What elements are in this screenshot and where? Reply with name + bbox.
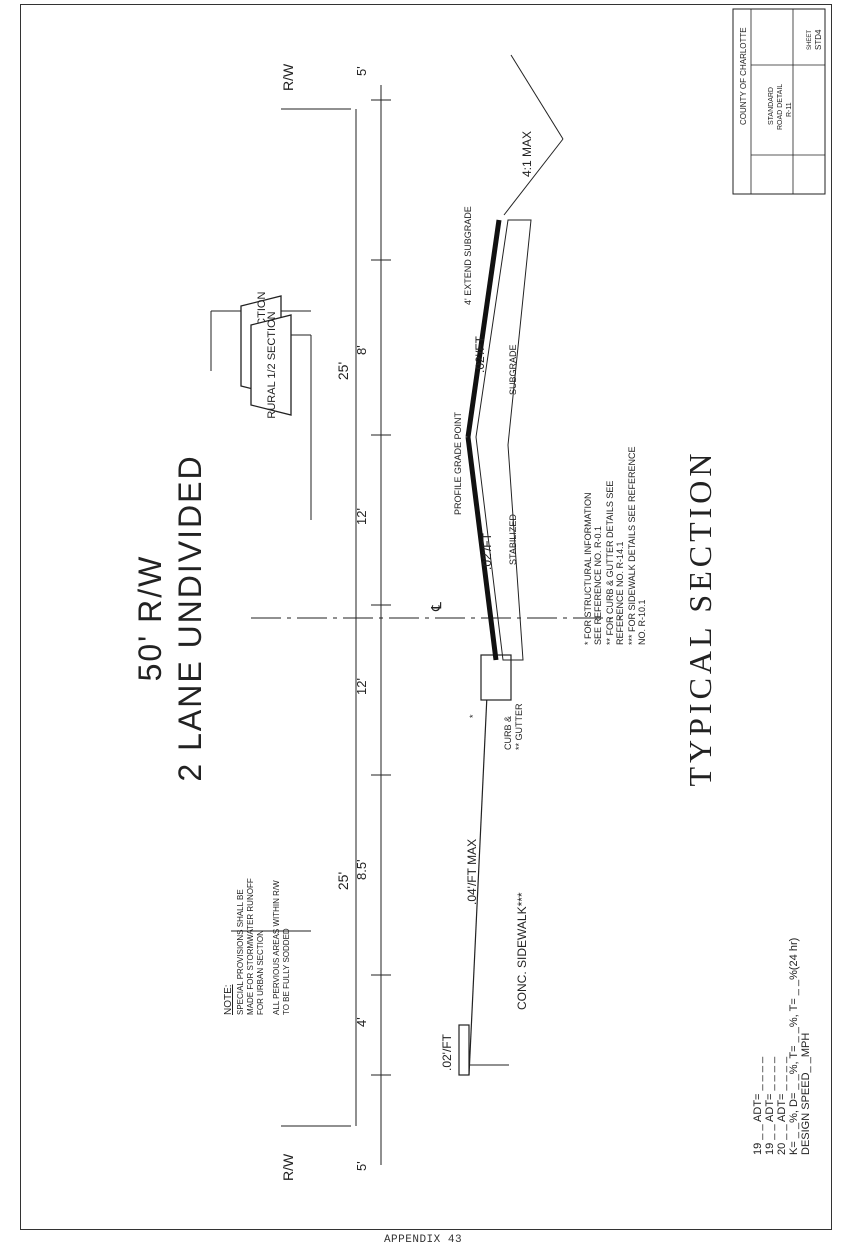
dim-urban-shoulder: 8.5' xyxy=(354,859,369,880)
appendix-footer: APPENDIX 43 xyxy=(383,1234,463,1246)
title-block-org: COUNTY OF CHARLOTTE xyxy=(739,27,748,125)
reference-line-6: NO. R-10.1 xyxy=(637,599,647,645)
dim-lane-right: 12' xyxy=(354,508,369,525)
reference-line-5: *** FOR SIDEWALK DETAILS SEE REFERENCE xyxy=(627,446,637,645)
note-block: NOTE: SPECIAL PROVISIONS SHALL BE MADE F… xyxy=(223,878,291,1015)
outside-left-dim: 5' xyxy=(354,66,369,76)
reference-line-4: REFERENCE NO. R-14.1 xyxy=(615,541,625,645)
outside-right-dim: 5' xyxy=(354,1161,369,1171)
traffic-line-1: 19 _ _ ADT= _ _ _ _ xyxy=(752,1056,764,1155)
lane-slope-right: .02'/FT xyxy=(473,335,487,373)
note-line-2: MADE FOR STORMWATER RUNOFF xyxy=(246,878,255,1015)
half-right-dim: 25' xyxy=(335,872,351,890)
traffic-line-4: K= _ _%, D= _ _%, T= _ _%, T= _ _%(24 hr… xyxy=(788,938,800,1155)
reference-line-2: SEE REFERENCE NO. R-0.1 xyxy=(593,526,603,645)
sidewalk-slope: .02'/FT xyxy=(440,1033,454,1071)
title-block-drawing-no: STD4 xyxy=(814,29,823,50)
traffic-line-5: DESIGN SPEED_ _MPH xyxy=(800,1033,812,1155)
curb-gutter-line-2: ** GUTTER xyxy=(514,703,524,750)
shoulder-slope: .04'/FT MAX xyxy=(465,839,479,905)
traffic-data-block: 19 _ _ ADT= _ _ _ _ 19 _ _ ADT= _ _ _ _ … xyxy=(752,938,812,1155)
title-line-2: 2 LANE UNDIVIDED xyxy=(172,454,208,781)
drawing-sheet: 50' R/W 2 LANE UNDIVIDED TYPICAL SECTION… xyxy=(20,4,832,1230)
profile-grade-point: PROFILE GRADE POINT xyxy=(453,411,463,515)
note-line-5: TO BE FULLY SODDED xyxy=(282,928,291,1015)
stabilized-label: STABILIZED xyxy=(508,514,518,565)
subgrade-label: SUBGRADE xyxy=(508,344,518,395)
extend-subgrade-label: 4' EXTEND SUBGRADE xyxy=(463,206,473,305)
references-block: * FOR STRUCTURAL INFORMATION SEE REFEREN… xyxy=(583,446,647,645)
title-block-sheet-label: SHEET xyxy=(807,30,813,50)
rural-section-box: RURAL 1/2 SECTION xyxy=(266,311,278,418)
sidewalk-label: CONC. SIDEWALK*** xyxy=(515,892,529,1010)
traffic-line-3: 20 _ _ ADT= _ _ _ _ xyxy=(776,1056,788,1155)
lane-slope-left: .02'/FT xyxy=(480,532,494,570)
title-block-road-detail: ROAD DETAIL xyxy=(777,84,784,130)
reference-line-1: * FOR STRUCTURAL INFORMATION xyxy=(583,493,593,646)
title-block: COUNTY OF CHARLOTTE STANDARD ROAD DETAIL… xyxy=(732,8,826,195)
structure-star: * xyxy=(468,714,478,718)
note-line-3: FOR URBAN SECTION xyxy=(256,930,265,1015)
ditch-slope: 4:1 MAX xyxy=(520,131,534,177)
curb-gutter-line-1: CURB & xyxy=(503,716,513,750)
reference-line-3: ** FOR CURB & GUTTER DETAILS SEE xyxy=(605,481,615,645)
traffic-line-2: 19 _ _ ADT= _ _ _ _ xyxy=(764,1056,776,1155)
note-line-1: SPECIAL PROVISIONS SHALL BE xyxy=(236,889,245,1015)
half-left-dim: 25' xyxy=(335,362,351,380)
title-block-detail-no: R-11 xyxy=(786,102,793,117)
dim-rural-shoulder: 8' xyxy=(354,345,369,355)
title-block-standard: STANDARD xyxy=(768,87,775,125)
rw-right-label: R/W xyxy=(280,1153,296,1181)
title-line-1: 50' R/W xyxy=(132,555,168,682)
typical-section-caption: TYPICAL SECTION xyxy=(682,449,718,786)
centerline-symbol: ℄ xyxy=(428,602,444,612)
section-overlay: RURAL 1/2 SECTION 4' 8.5' 12' 12' 8' .02… xyxy=(223,8,826,1165)
dim-sidewalk: 4' xyxy=(354,1017,369,1027)
note-line-4: ALL PERVIOUS AREAS WITHIN R/W xyxy=(272,880,281,1015)
rw-left-label: R/W xyxy=(280,63,296,91)
dim-lane-left: 12' xyxy=(354,678,369,695)
note-heading: NOTE: xyxy=(223,984,234,1015)
